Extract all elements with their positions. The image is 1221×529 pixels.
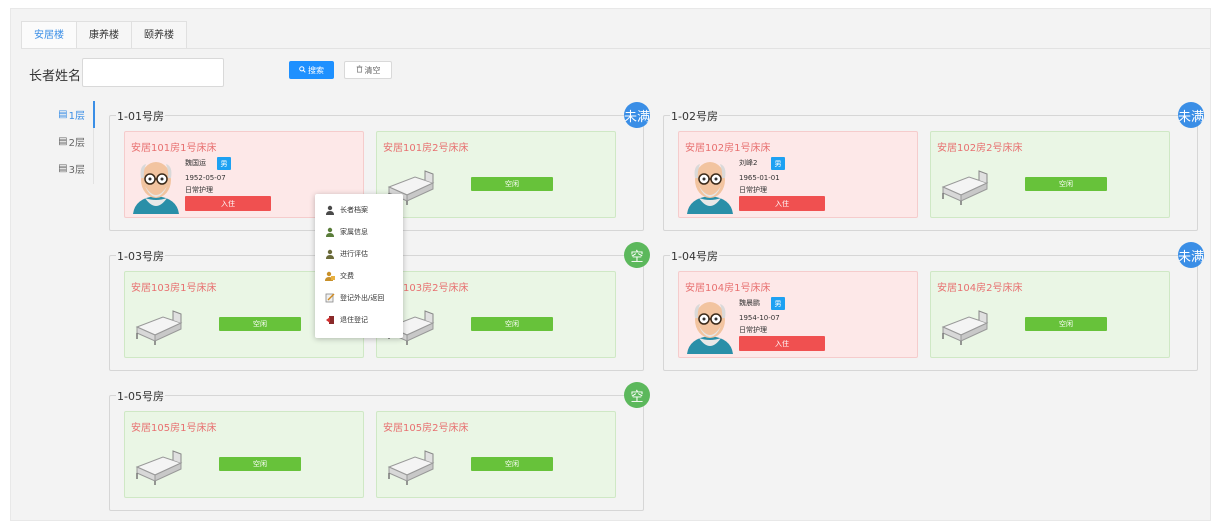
- floor-active-indicator: [93, 101, 95, 128]
- elder-avatar-icon: [687, 302, 733, 354]
- bed-name: 安居105房1号床床: [131, 423, 217, 434]
- gender-badge: 男: [217, 157, 231, 170]
- elder-name: 魏晨鹏: [739, 299, 760, 307]
- room-title: 1-03号房: [116, 248, 165, 264]
- checkin-button[interactable]: 入住: [739, 196, 825, 211]
- room-title: 1-01号房: [116, 108, 165, 124]
- elder-name-label: 长者姓名: [29, 69, 82, 84]
- room-card: 1-02号房 未满 安居102房1号床床 刘峰2 男 1965-01-01 日常…: [663, 102, 1204, 231]
- clear-button-label: 清空: [364, 65, 381, 75]
- checkin-button[interactable]: 入住: [185, 196, 271, 211]
- room-status-badge: 空: [624, 382, 650, 408]
- person-icon: [326, 205, 334, 215]
- building-icon: ▤: [58, 109, 68, 120]
- building-tabs: 安居楼 康养楼 颐养楼: [21, 21, 187, 48]
- payment-icon: [325, 271, 335, 281]
- bed-icon: [387, 450, 435, 485]
- elder-name-input[interactable]: [82, 58, 224, 87]
- checkin-button[interactable]: 入住: [739, 336, 825, 351]
- building-icon: ▤: [58, 163, 68, 174]
- room-card: 1-04号房 未满 安居104房1号床床 魏晨鹏 男 1954-10-07 日常…: [663, 242, 1204, 371]
- floor-list: ▤1层 ▤2层 ▤3层: [51, 101, 95, 182]
- tab-divider: [21, 48, 1210, 49]
- vacant-button[interactable]: 空闲: [219, 457, 301, 471]
- vacant-button[interactable]: 空闲: [1025, 177, 1107, 191]
- bed-name: 安居103房1号床床: [131, 283, 217, 294]
- bed-name: 安居102房2号床床: [937, 143, 1023, 154]
- room-status-badge: 未满: [1178, 242, 1204, 268]
- menu-item-payment[interactable]: 交费: [315, 265, 403, 287]
- bed-name: 安居104房1号床床: [685, 283, 771, 294]
- bed-name: 安居104房2号床床: [937, 283, 1023, 294]
- elder-avatar-icon: [133, 162, 179, 214]
- room-title: 1-02号房: [670, 108, 719, 124]
- menu-item-elder-profile[interactable]: 长者档案: [315, 199, 403, 221]
- floor-divider: [93, 128, 94, 184]
- vacant-button[interactable]: 空闲: [1025, 317, 1107, 331]
- menu-item-family-info[interactable]: 家属信息: [315, 221, 403, 243]
- gender-badge: 男: [771, 297, 785, 310]
- bed-name: 安居101房1号床床: [131, 143, 217, 154]
- tab-kangyang[interactable]: 康养楼: [76, 21, 132, 48]
- care-level: 日常护理: [185, 186, 213, 194]
- bed-name: 安居102房1号床床: [685, 143, 771, 154]
- elder-birthdate: 1952-05-07: [185, 174, 226, 182]
- assess-icon: [326, 249, 334, 259]
- bed-icon: [941, 170, 989, 205]
- gender-badge: 男: [771, 157, 785, 170]
- care-level: 日常护理: [739, 186, 767, 194]
- bed-card[interactable]: 安居102房1号床床 刘峰2 男 1965-01-01 日常护理 入住: [678, 131, 918, 218]
- vacant-button[interactable]: 空闲: [471, 317, 553, 331]
- search-icon: [299, 65, 306, 75]
- room-status-badge: 未满: [1178, 102, 1204, 128]
- bed-card[interactable]: 安居103房2号床床 空闲: [376, 271, 616, 358]
- care-level: 日常护理: [739, 326, 767, 334]
- bed-card[interactable]: 安居105房1号床床 空闲: [124, 411, 364, 498]
- room-status-badge: 空: [624, 242, 650, 268]
- room-card: 1-01号房 未满 安居101房1号床床 魏国运 男 1952-05-07 日常…: [109, 102, 650, 231]
- vacant-button[interactable]: 空闲: [219, 317, 301, 331]
- bed-icon: [135, 450, 183, 485]
- room-status-badge: 未满: [624, 102, 650, 128]
- tab-anju[interactable]: 安居楼: [21, 21, 77, 48]
- family-icon: [326, 227, 334, 237]
- menu-item-assessment[interactable]: 进行评估: [315, 243, 403, 265]
- bed-card[interactable]: 安居101房2号床床 空闲: [376, 131, 616, 218]
- room-title: 1-05号房: [116, 388, 165, 404]
- elder-name: 魏国运: [185, 159, 206, 167]
- vacant-button[interactable]: 空闲: [471, 457, 553, 471]
- bed-card[interactable]: 安居105房2号床床 空闲: [376, 411, 616, 498]
- bed-card[interactable]: 安居104房2号床床 空闲: [930, 271, 1170, 358]
- context-menu: 长者档案 家属信息 进行评估 交费 登记外出/返回 退住登记: [315, 194, 403, 338]
- bed-icon: [135, 310, 183, 345]
- trash-icon: [356, 65, 363, 75]
- search-button-label: 搜索: [308, 65, 324, 75]
- floor-item-2[interactable]: ▤2层: [58, 136, 85, 149]
- building-icon: ▤: [58, 136, 68, 147]
- menu-item-outing-register[interactable]: 登记外出/返回: [315, 287, 403, 309]
- menu-item-checkout[interactable]: 退住登记: [315, 309, 403, 331]
- floor-item-3[interactable]: ▤3层: [58, 163, 85, 176]
- room-card: 1-05号房 空 安居105房1号床床 空闲 安居105房2号床床: [109, 382, 650, 511]
- edit-icon: [325, 293, 335, 303]
- bed-name: 安居101房2号床床: [383, 143, 469, 154]
- clear-button[interactable]: 清空: [344, 61, 392, 79]
- bed-name: 安居103房2号床床: [383, 283, 469, 294]
- elder-birthdate: 1965-01-01: [739, 174, 780, 182]
- vacant-button[interactable]: 空闲: [471, 177, 553, 191]
- elder-avatar-icon: [687, 162, 733, 214]
- app-window: 安居楼 康养楼 颐养楼 长者姓名 搜索 清空 ▤1层 ▤2层 ▤3层 1-01号…: [10, 8, 1211, 521]
- room-title: 1-04号房: [670, 248, 719, 264]
- bed-name: 安居105房2号床床: [383, 423, 469, 434]
- floor-item-1[interactable]: ▤1层: [58, 109, 85, 122]
- bed-card[interactable]: 安居102房2号床床 空闲: [930, 131, 1170, 218]
- elder-name: 刘峰2: [739, 159, 758, 167]
- bed-card[interactable]: 安居104房1号床床 魏晨鹏 男 1954-10-07 日常护理 入住: [678, 271, 918, 358]
- elder-birthdate: 1954-10-07: [739, 314, 780, 322]
- bed-card[interactable]: 安居101房1号床床 魏国运 男 1952-05-07 日常护理 入住: [124, 131, 364, 218]
- bed-icon: [941, 310, 989, 345]
- exit-icon: [326, 316, 334, 324]
- tab-yiyang[interactable]: 颐养楼: [131, 21, 187, 48]
- search-button[interactable]: 搜索: [289, 61, 334, 79]
